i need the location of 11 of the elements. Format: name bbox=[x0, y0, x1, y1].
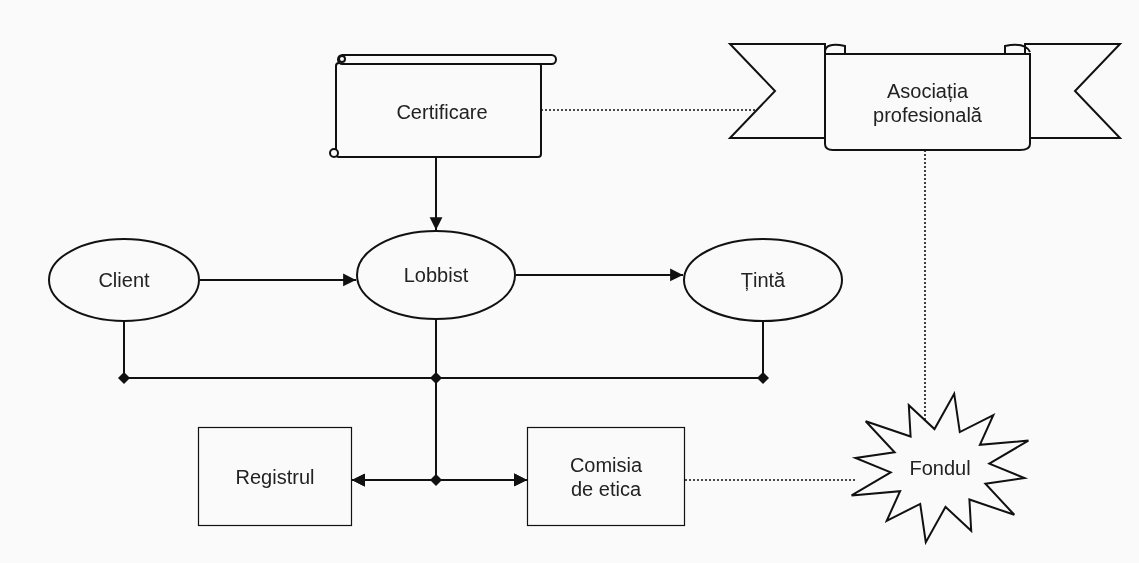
arrow bbox=[429, 156, 443, 231]
arrow bbox=[515, 268, 684, 282]
node-label: Certificare bbox=[396, 100, 488, 124]
arrow bbox=[199, 273, 357, 287]
node-label: Lobbist bbox=[403, 263, 469, 287]
node-label: Asociația profesională bbox=[872, 79, 983, 127]
node-label: Comisia de etica bbox=[568, 452, 644, 501]
node-label: Client bbox=[98, 268, 150, 292]
node-label: Registrul bbox=[235, 464, 315, 489]
node-label: Fondul bbox=[909, 456, 971, 480]
node-label: Țintă bbox=[740, 268, 786, 292]
